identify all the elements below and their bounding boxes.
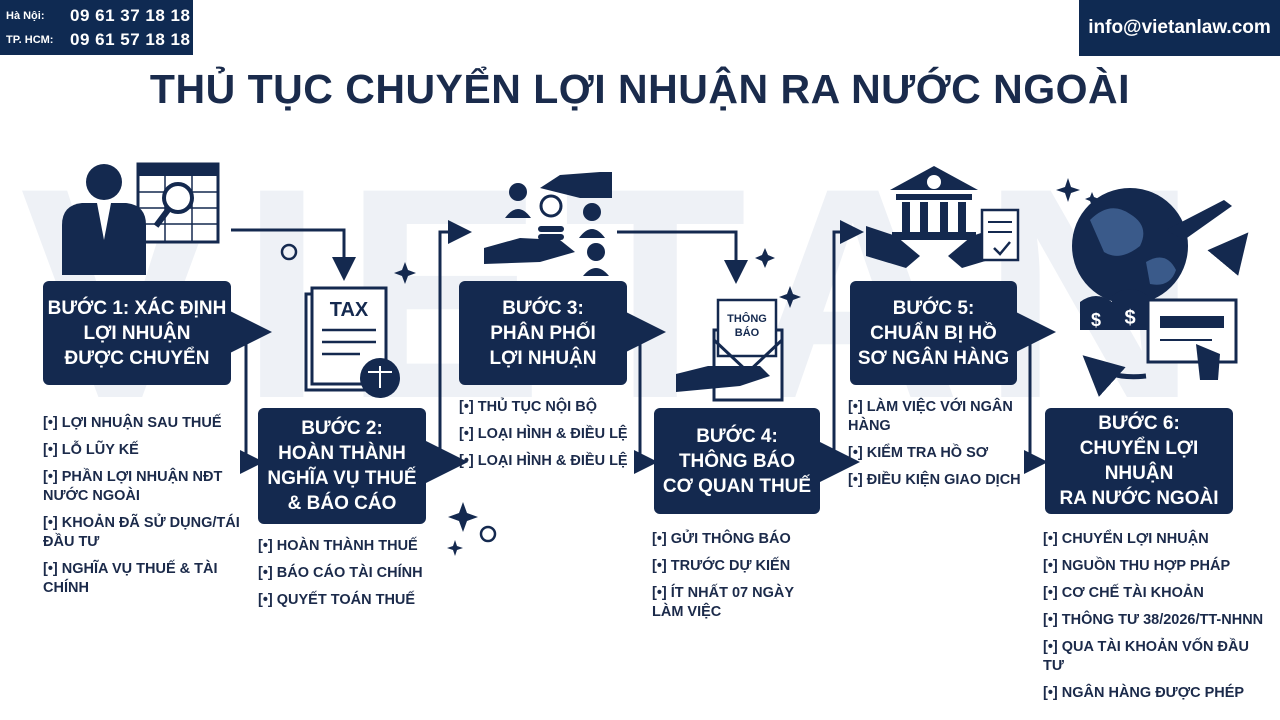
step-3-line: PHÂN PHỐI [490,322,596,344]
step-3-line: LỢI NHUẬN [489,347,597,369]
sparkle-decor [394,178,1099,556]
list-item: [•] KHOẢN ĐÃ SỬ DỤNG/TÁI ĐẦU TƯ [43,515,240,550]
notice-label: BÁO [735,326,760,339]
step-4-box: BƯỚC 4: THÔNG BÁO CƠ QUAN THUẾ [654,408,820,514]
list-item: [•] LÀM VIỆC VỚI NGÂN HÀNG [848,399,1013,434]
contact-phone[interactable]: 09 61 57 18 18 [70,30,191,49]
list-item: [•] THÔNG TƯ 38/2026/TT-NHNN [1043,612,1264,628]
tax-document-icon: TAX [304,286,400,398]
step-2-line: BƯỚC 2: [301,418,383,439]
step-1-line: BƯỚC 1: XÁC ĐỊNH [47,297,227,319]
step-4-line: THÔNG BÁO [678,450,796,472]
step-4-bullets: [•] GỬI THÔNG BÁO [•] TRƯỚC DỰ KIẾN [•] … [652,530,822,630]
list-item: [•] THỦ TỤC NỘI BỘ [459,399,597,415]
step-1-line: LỢI NHUẬN [83,322,191,344]
step-6-line: RA NƯỚC NGOÀI [1059,488,1219,509]
list-item: [•] LOẠI HÌNH & ĐIỀU LỆ [459,453,628,469]
step-4-line: CƠ QUAN THUẾ [662,475,812,497]
step-6-line: CHUYỂN LỢI NHUẬN [1079,438,1199,484]
step-5-line: CHUẨN BỊ HỒ [870,322,997,344]
step-6-bullets: [•] CHUYỂN LỢI NHUẬN [•] NGUỒN THU HỢP P… [1043,530,1273,711]
tax-label: TAX [330,299,369,321]
step-1-box: BƯỚC 1: XÁC ĐỊNH LỢI NHUẬN ĐƯỢC CHUYỂN [43,281,231,385]
svg-text:$: $ [1091,310,1101,330]
list-item: [•] NGÂN HÀNG ĐƯỢC PHÉP [1043,685,1245,701]
svg-text:$: $ [1124,307,1135,329]
list-item: [•] QUYẾT TOÁN THUẾ [258,592,416,608]
step-3-bullets: [•] THỦ TỤC NỘI BỘ [•] LOẠI HÌNH & ĐIỀU … [459,398,659,479]
notice-envelope-icon: THÔNG BÁO [676,298,784,402]
contact-box: Hà Nội: 09 61 37 18 18 TP. HCM: 09 61 57… [0,0,193,55]
list-item: [•] ÍT NHẤT 07 NGÀY LÀM VIỆC [652,585,794,620]
list-item: [•] CƠ CHẾ TÀI KHOẢN [1043,585,1204,601]
step-4-line: BƯỚC 4: [696,425,778,447]
email-link[interactable]: info@vietanlaw.com [1079,0,1280,56]
contact-city: Hà Nội: [6,10,45,22]
step-2-line: NGHĨA VỤ THUẾ [267,468,417,489]
step-3-box: BƯỚC 3: PHÂN PHỐI LỢI NHUẬN [459,281,627,385]
contact-row-hcm: TP. HCM: 09 61 57 18 18 [0,28,193,52]
step-5-bullets: [•] LÀM VIỆC VỚI NGÂN HÀNG [•] KIỂM TRA … [848,398,1038,498]
list-item: [•] NGHĨA VỤ THUẾ & TÀI CHÍNH [43,561,218,596]
notice-label: THÔNG [727,312,767,325]
list-item: [•] LỖ LŨY KẾ [43,442,139,458]
step-2-line: & BÁO CÁO [287,493,397,514]
list-item: [•] PHẦN LỢI NHUẬN NĐT NƯỚC NGOÀI [43,469,223,504]
step-6-box: BƯỚC 6: CHUYỂN LỢI NHUẬN RA NƯỚC NGOÀI [1045,408,1233,514]
step-2-line: HOÀN THÀNH [278,443,406,464]
ring-decor [280,243,298,261]
contact-phone[interactable]: 09 61 37 18 18 [70,6,191,25]
list-item: [•] LỢI NHUẬN SAU THUẾ [43,415,222,431]
step-5-line: BƯỚC 5: [892,297,975,319]
step-5-box: BƯỚC 5: CHUẨN BỊ HỒ SƠ NGÂN HÀNG [850,281,1017,385]
list-item: [•] HOÀN THÀNH THUẾ [258,538,418,554]
contact-city: TP. HCM: [6,34,54,46]
contact-row-hanoi: Hà Nội: 09 61 37 18 18 [0,4,193,28]
ring-decor [479,525,497,543]
list-item: [•] CHUYỂN LỢI NHUẬN [1043,531,1209,547]
step-6-line: BƯỚC 6: [1098,413,1180,434]
list-item: [•] QUA TÀI KHOẢN VỐN ĐẦU TƯ [1043,639,1249,674]
global-transfer-icon: $ $ [1072,188,1238,380]
list-item: [•] GỬI THÔNG BÁO [652,531,791,547]
list-item: [•] LOẠI HÌNH & ĐIỀU LỆ [459,426,628,442]
list-item: [•] KIỂM TRA HỒ SƠ [848,445,989,461]
step-2-box: BƯỚC 2: HOÀN THÀNH NGHĨA VỤ THUẾ & BÁO C… [258,408,426,524]
step-1-bullets: [•] LỢI NHUẬN SAU THUẾ [•] LỖ LŨY KẾ [•]… [43,414,243,606]
flow-arrows [224,220,1249,486]
list-item: [•] ĐIỀU KIỆN GIAO DỊCH [848,472,1021,488]
page-title: THỦ TỤC CHUYỂN LỢI NHUẬN RA NƯỚC NGOÀI [149,66,1131,112]
list-item: [•] NGUỒN THU HỢP PHÁP [1043,558,1231,574]
step-3-line: BƯỚC 3: [502,297,584,319]
step-2-bullets: [•] HOÀN THÀNH THUẾ [•] BÁO CÁO TÀI CHÍN… [258,537,448,618]
step-1-line: ĐƯỢC CHUYỂN [64,347,210,369]
list-item: [•] TRƯỚC DỰ KIẾN [652,558,791,574]
bank-handshake-icon [866,166,1020,268]
analyst-icon [62,162,220,275]
step-5-line: SƠ NGÂN HÀNG [857,347,1010,369]
list-item: [•] BÁO CÁO TÀI CHÍNH [258,565,423,581]
distribution-icon [484,172,612,276]
